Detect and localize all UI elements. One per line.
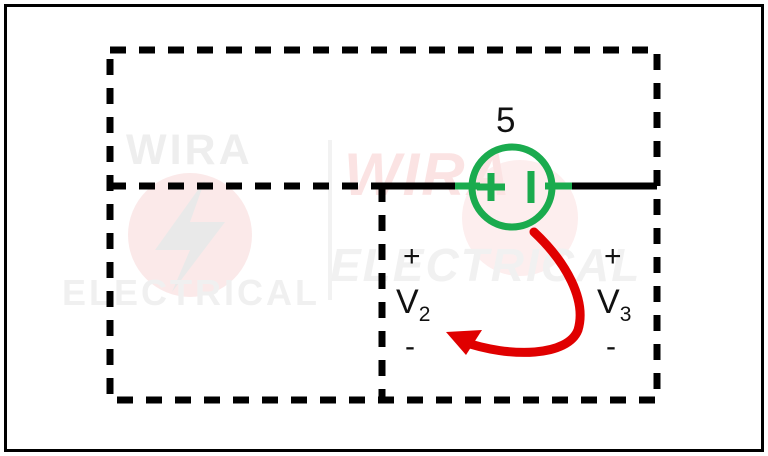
watermark-text-left-wira: WIRA xyxy=(126,126,253,174)
mesh-current-arrow xyxy=(446,227,585,357)
v3-label-text: V xyxy=(597,283,620,321)
v2-label: V2 xyxy=(396,283,430,327)
watermark-divider xyxy=(328,140,332,300)
mesh-current-arrowhead xyxy=(446,330,482,355)
source-plus-icon xyxy=(477,173,505,201)
v3-label: V3 xyxy=(597,283,631,327)
v2-label-text: V xyxy=(396,283,419,321)
v2-minus-sign: - xyxy=(405,330,415,363)
watermark-text-left-electrical: ELECTRICAL xyxy=(62,272,320,313)
source-value-label: 5 xyxy=(496,101,516,140)
voltage-source-circle xyxy=(468,143,556,231)
v2-label-subscript: 2 xyxy=(418,302,431,326)
v3-label-subscript: 3 xyxy=(619,302,632,326)
v3-minus-sign: - xyxy=(606,330,616,363)
v2-plus-sign: + xyxy=(403,240,421,273)
v3-plus-sign: + xyxy=(604,240,622,273)
watermark-lightning-bolt-left xyxy=(155,180,225,292)
watermark-text-right-wira: WIRA xyxy=(344,141,512,208)
